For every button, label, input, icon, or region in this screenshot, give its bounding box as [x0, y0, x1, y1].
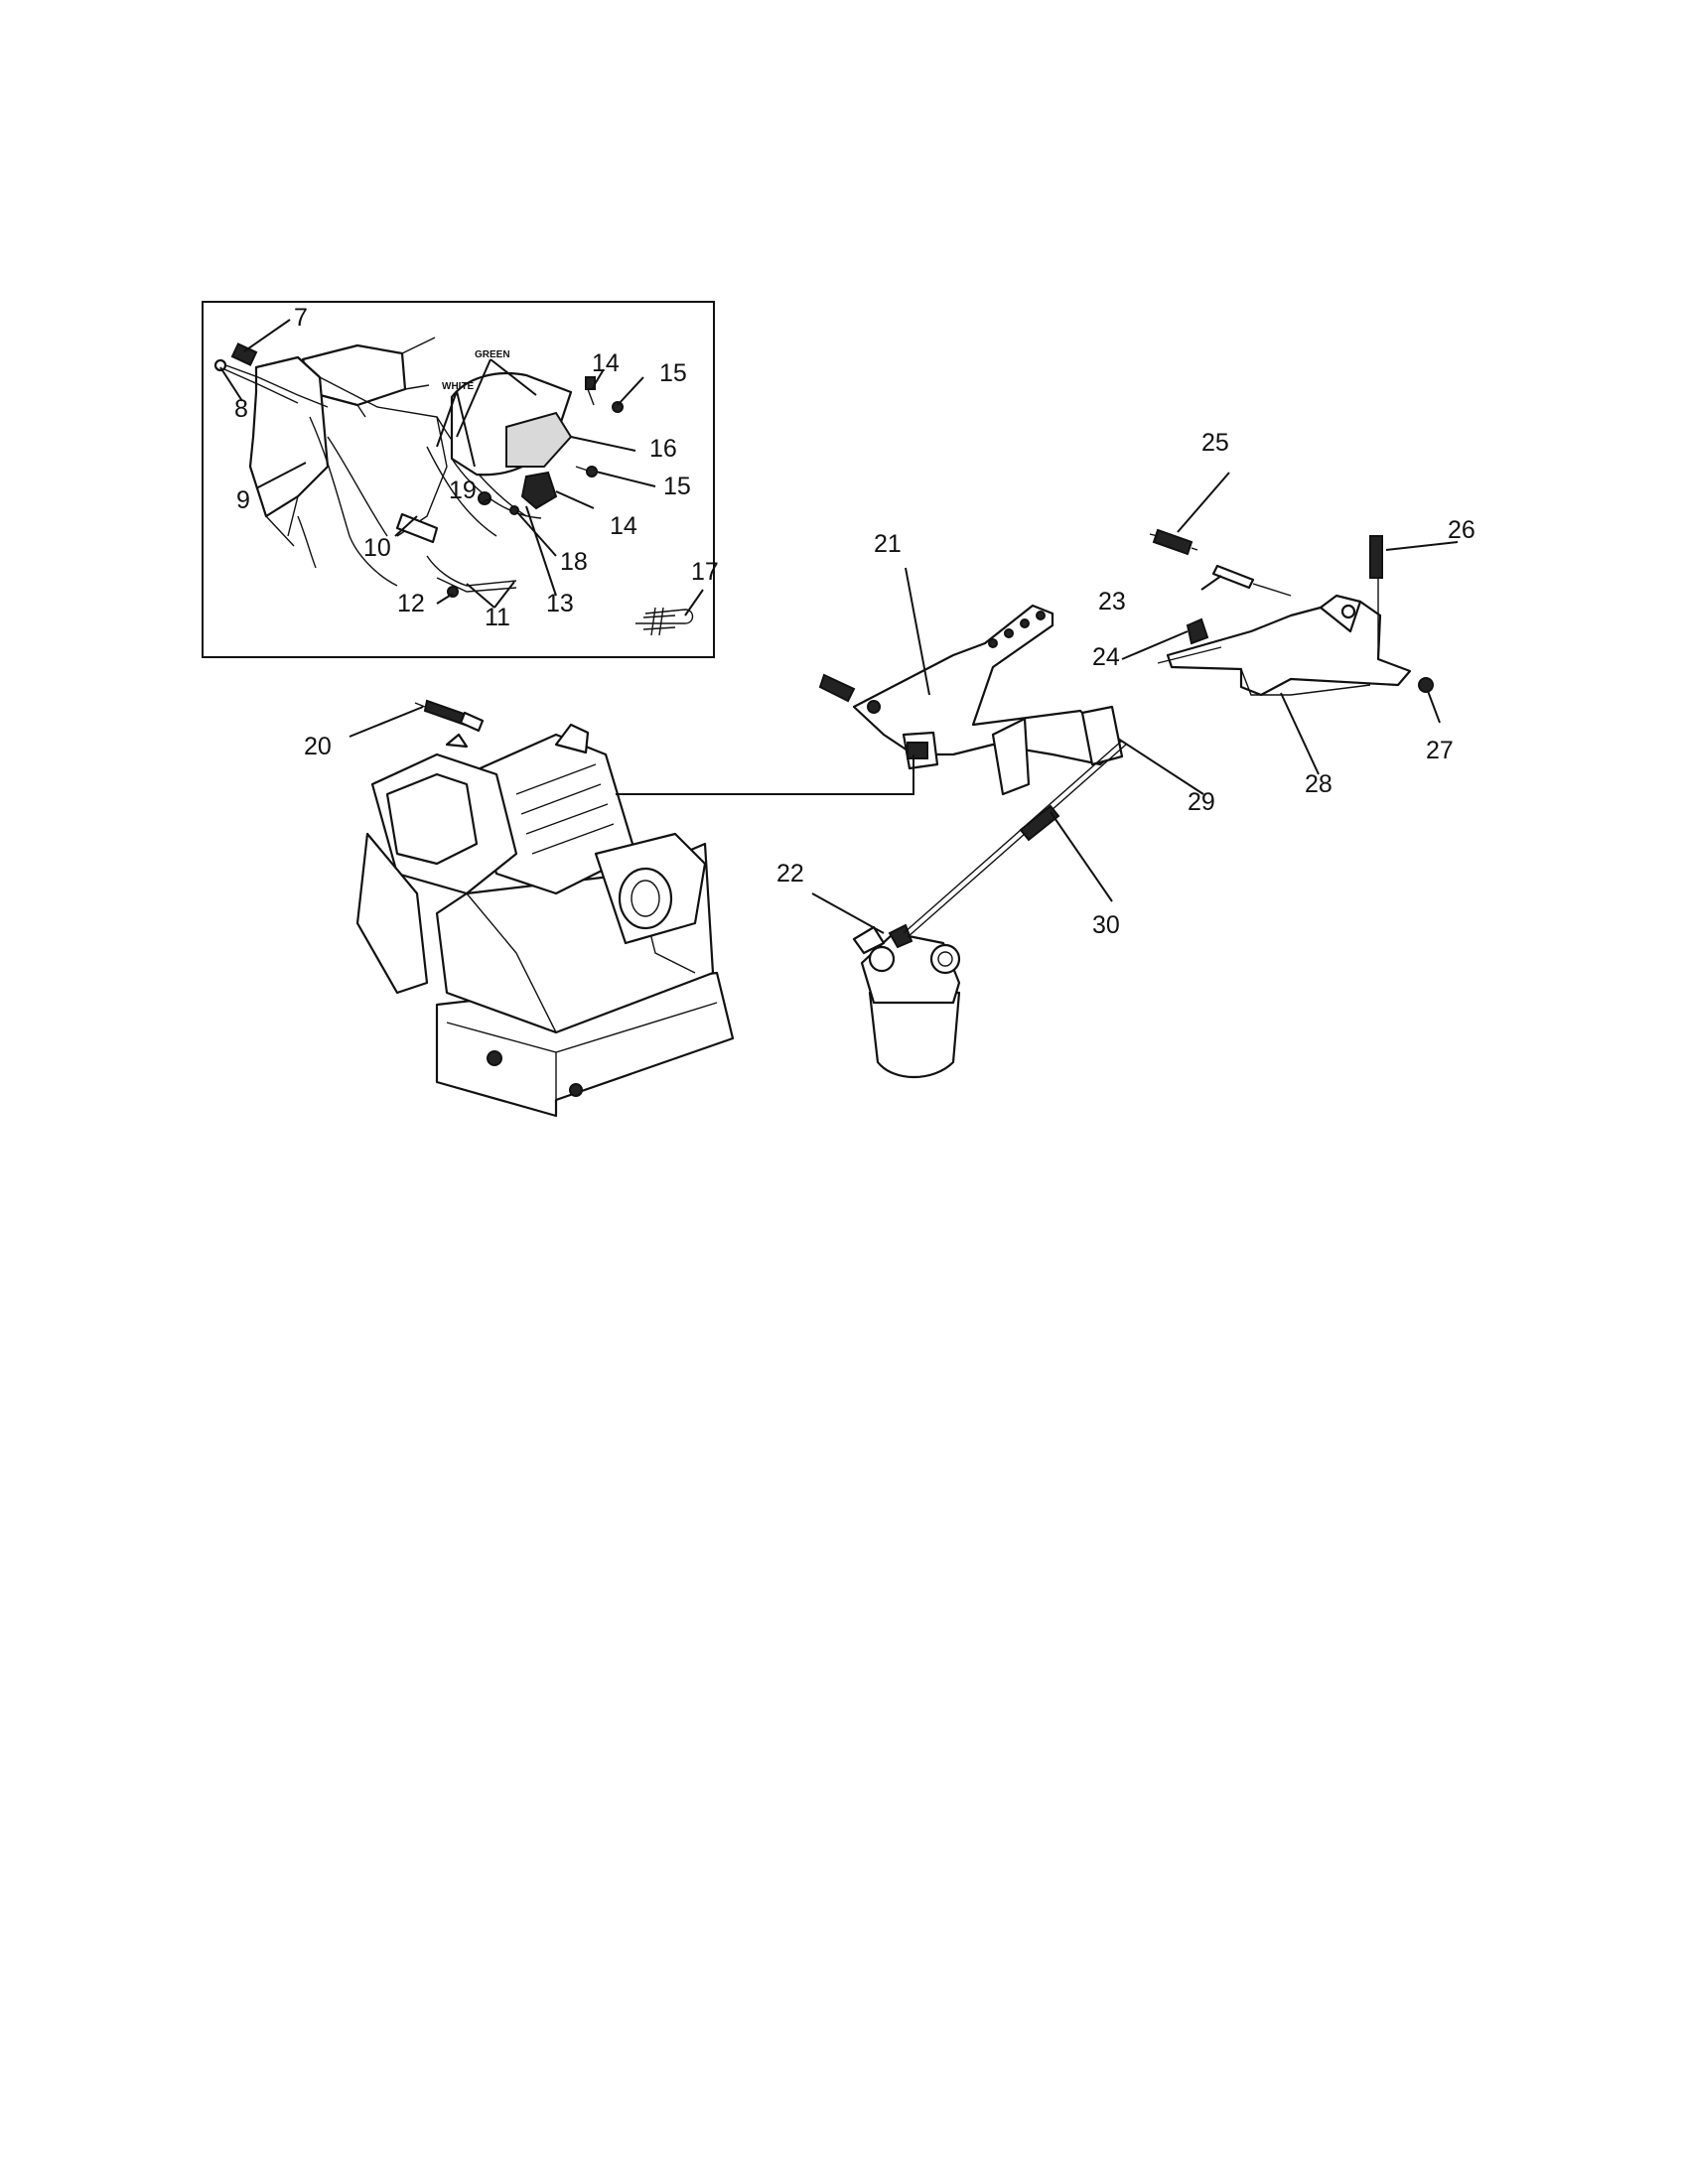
main-leaders: [349, 472, 1459, 934]
callout-11: 11: [485, 604, 510, 631]
callout-8: 8: [234, 395, 248, 423]
callout-15-upper: 15: [659, 359, 687, 387]
green-wire-label: GREEN: [475, 349, 510, 360]
control-bracket-assembly: [1149, 528, 1434, 697]
inset-leaders: [219, 319, 704, 616]
spark-plug: [414, 699, 485, 733]
callout-18: 18: [560, 548, 588, 576]
callout-7: 7: [294, 304, 308, 332]
callout-13: 13: [546, 590, 574, 617]
callout-28: 28: [1305, 770, 1333, 798]
spark-plug-wire: [213, 342, 329, 408]
callout-21: 21: [874, 530, 902, 558]
callout-15-lower: 15: [663, 473, 691, 500]
governor-bracket: [818, 604, 1124, 796]
callout-9: 9: [236, 486, 250, 514]
callout-26: 26: [1448, 516, 1475, 544]
callout-25: 25: [1201, 429, 1229, 457]
white-wire-label: WHITE: [442, 381, 475, 392]
callout-20: 20: [304, 733, 332, 760]
callout-12: 12: [397, 590, 425, 617]
ground-wire-leads: [395, 491, 519, 598]
callout-14-upper: 14: [592, 349, 620, 377]
callout-30: 30: [1092, 911, 1120, 939]
carburetor: [852, 923, 961, 1079]
callout-numbers: 7 8 9 10 11 12 13 14 15 16 15 14 17 18 1…: [234, 304, 1475, 939]
ignition-module: [426, 371, 573, 537]
callout-19: 19: [449, 477, 477, 504]
callout-17: 17: [691, 558, 719, 586]
governor-spring-linkage: [903, 740, 1127, 938]
callout-14-lower: 14: [610, 512, 637, 540]
callout-10: 10: [363, 534, 391, 562]
engine-block: [355, 723, 735, 1118]
inset-detail-panel: GREEN WHITE: [202, 301, 715, 658]
hairpin-clip: [635, 607, 694, 636]
callout-29: 29: [1188, 788, 1215, 816]
callout-16: 16: [649, 435, 677, 463]
mounting-screws: [575, 376, 624, 478]
callout-22: 22: [776, 860, 804, 887]
callout-27: 27: [1426, 737, 1454, 764]
callout-24: 24: [1092, 643, 1120, 671]
engine-to-bracket-connector: [616, 754, 914, 795]
blower-housing-shroud: [248, 337, 527, 587]
callout-23: 23: [1098, 588, 1126, 615]
